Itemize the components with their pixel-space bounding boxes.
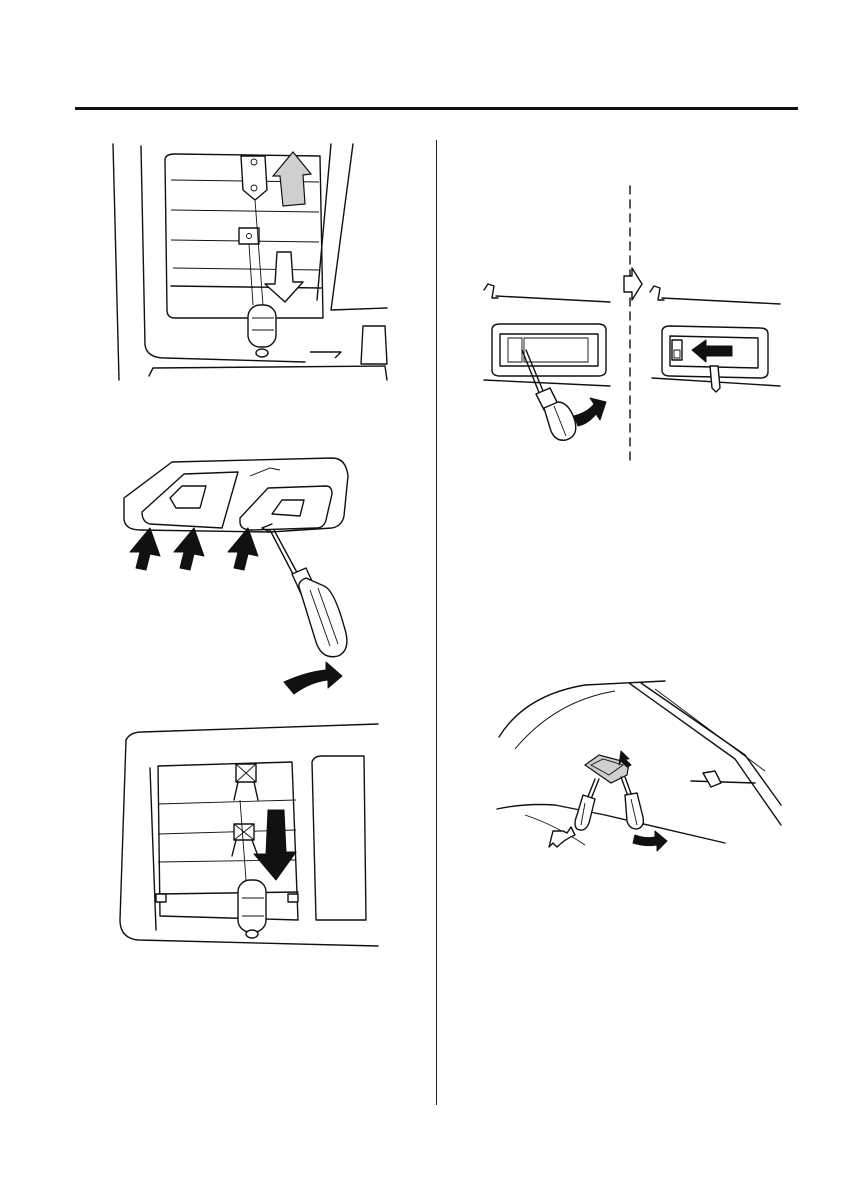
figure-courtesy-lens-removal [470,180,790,470]
figure-map-light-bulb-removal-alt [112,720,382,950]
figure-overhead-lens-pry-off [120,450,360,705]
header-rule [75,107,798,110]
figure-cargo-light-lens-removal [495,675,785,860]
figure-map-light-bulb-removal [105,140,395,390]
column-divider [436,140,437,1105]
